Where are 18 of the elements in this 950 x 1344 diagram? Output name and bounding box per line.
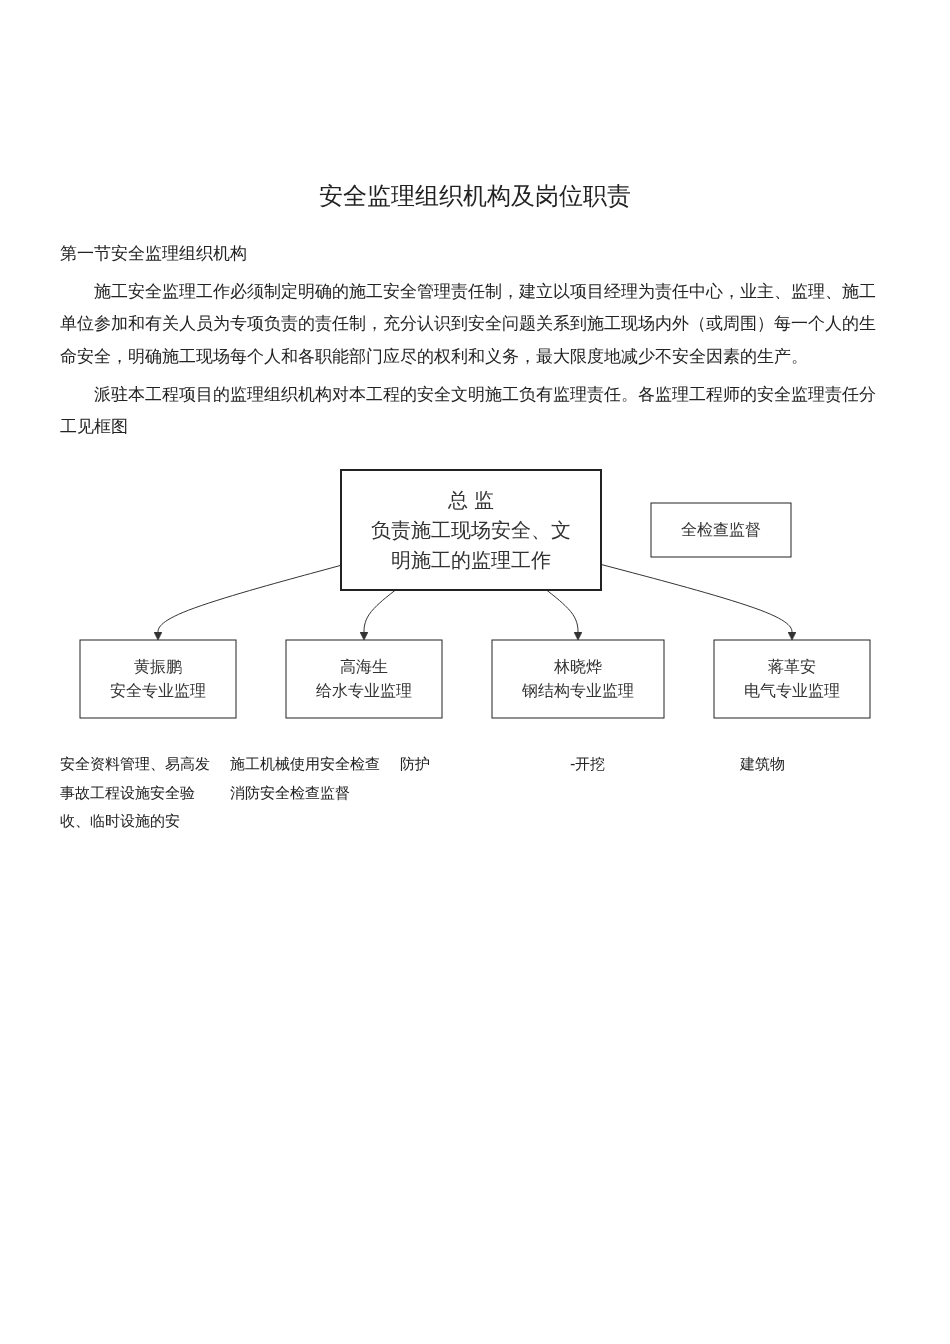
document-title: 安全监理组织机构及岗位职责 [318,181,632,212]
duty-text: 防护 [400,754,431,776]
paragraph: 施工安全监理工作必须制定明确的施工安全管理责任制，建立以项目经理为责任中心，业主、监理、施工单位参加和有关人员为专项负责的责任制，充分认识到安全问题关系到施工现场内外（或周围）每一个人的生命安全，明确施工现场每个人和各职能部门应尽的权利和义务，最大限度地减少不安全因素的生产。 [60,280,877,368]
node-box: 林晓烨 钢结构专业监理 [491,640,665,719]
duty-text: 建筑物 [740,754,786,776]
node-box: 全检查监督 [650,503,792,558]
arrow [153,565,342,641]
duty-text: -开挖 [570,754,607,776]
node-box: 高海生 给水专业监理 [285,640,443,719]
duty-text: 安全资料管理、易高发事故工程设施安全验收、临时设施的安 [60,754,210,833]
paragraph: 派驻本工程项目的监理组织机构对本工程的安全文明施工负有监理责任。各监理工程师的安全监理责任分工见框图 [60,382,877,439]
arrow [546,590,583,641]
duty-text: 施工机械使用安全检查消防安全检查监督 [230,754,380,804]
node-box: 总 监 负责施工现场安全、文明施工的监理工作 [340,469,602,592]
arrow [359,590,396,641]
node-box: 黄振鹏 安全专业监理 [79,640,237,719]
node-box: 蒋革安 电气专业监理 [713,640,871,719]
section-heading: 第一节安全监理组织机构 [60,242,248,265]
